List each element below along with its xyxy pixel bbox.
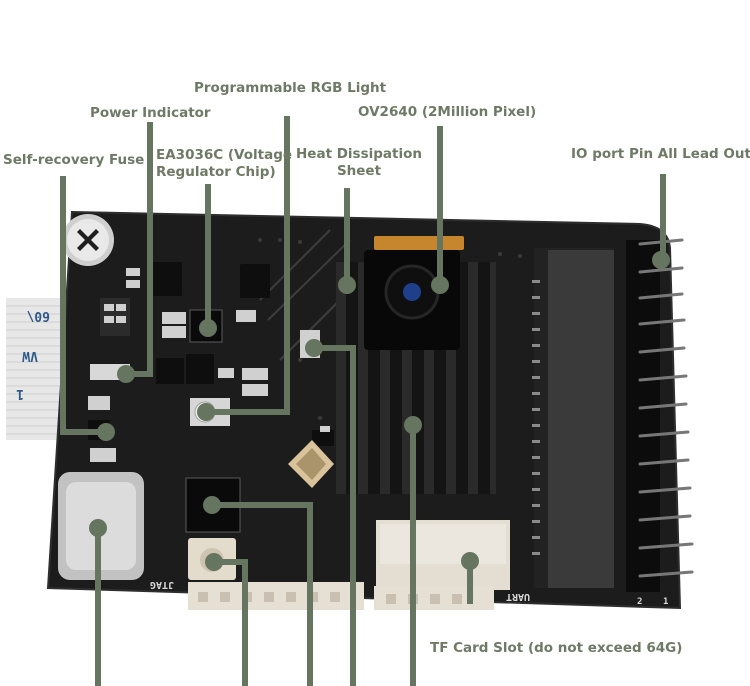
jtag-connector (188, 582, 364, 610)
jtag-silkscreen: JTAG (150, 579, 174, 590)
tf-card-slot (376, 520, 510, 590)
leader-reset-button (214, 559, 248, 686)
camera-flex-cable (374, 236, 464, 250)
label-io-port-pin: IO port Pin All Lead Out (571, 146, 750, 162)
label-ea3036c-line1: EA3036C (Voltage (156, 147, 293, 163)
screw-head-icon (62, 214, 114, 266)
io-header (626, 238, 694, 592)
ribbon-text-3: 1 (16, 386, 24, 401)
label-power-indicator: Power Indicator (90, 105, 211, 121)
castellated-pads (532, 280, 540, 555)
ribbon-cable: 60\ VW 1 (6, 298, 64, 440)
uart-connector (374, 586, 494, 610)
smd-components (88, 262, 334, 462)
pin-2-silkscreen: 2 (637, 597, 642, 607)
leader-mcu (210, 502, 313, 686)
camera-module (364, 250, 460, 350)
label-ov2640: OV2640 (2Million Pixel) (358, 104, 537, 120)
label-heat-dissipation-line2: Sheet (336, 163, 382, 179)
ribbon-text-1: 60\ (26, 308, 50, 323)
label-programmable-rgb-light: Programmable RGB Light (194, 80, 387, 96)
leader-rgb-light (206, 116, 290, 415)
label-tf-card-slot: TF Card Slot (do not exceed 64G) (430, 640, 683, 656)
wifi-module (534, 248, 614, 588)
label-self-recovery-fuse: Self-recovery Fuse (3, 152, 145, 168)
label-heat-dissipation-line1: Heat Dissipation (296, 146, 422, 162)
leader-self-recovery-fuse (60, 176, 106, 435)
pin-1-silkscreen: 1 (663, 597, 668, 607)
crystal-oscillator (288, 440, 334, 488)
ribbon-text-2: VW (22, 348, 38, 363)
label-ea3036c-line2: Regulator Chip) (156, 164, 276, 180)
leader-dots (89, 251, 670, 571)
uart-silkscreen: UART (506, 591, 530, 602)
